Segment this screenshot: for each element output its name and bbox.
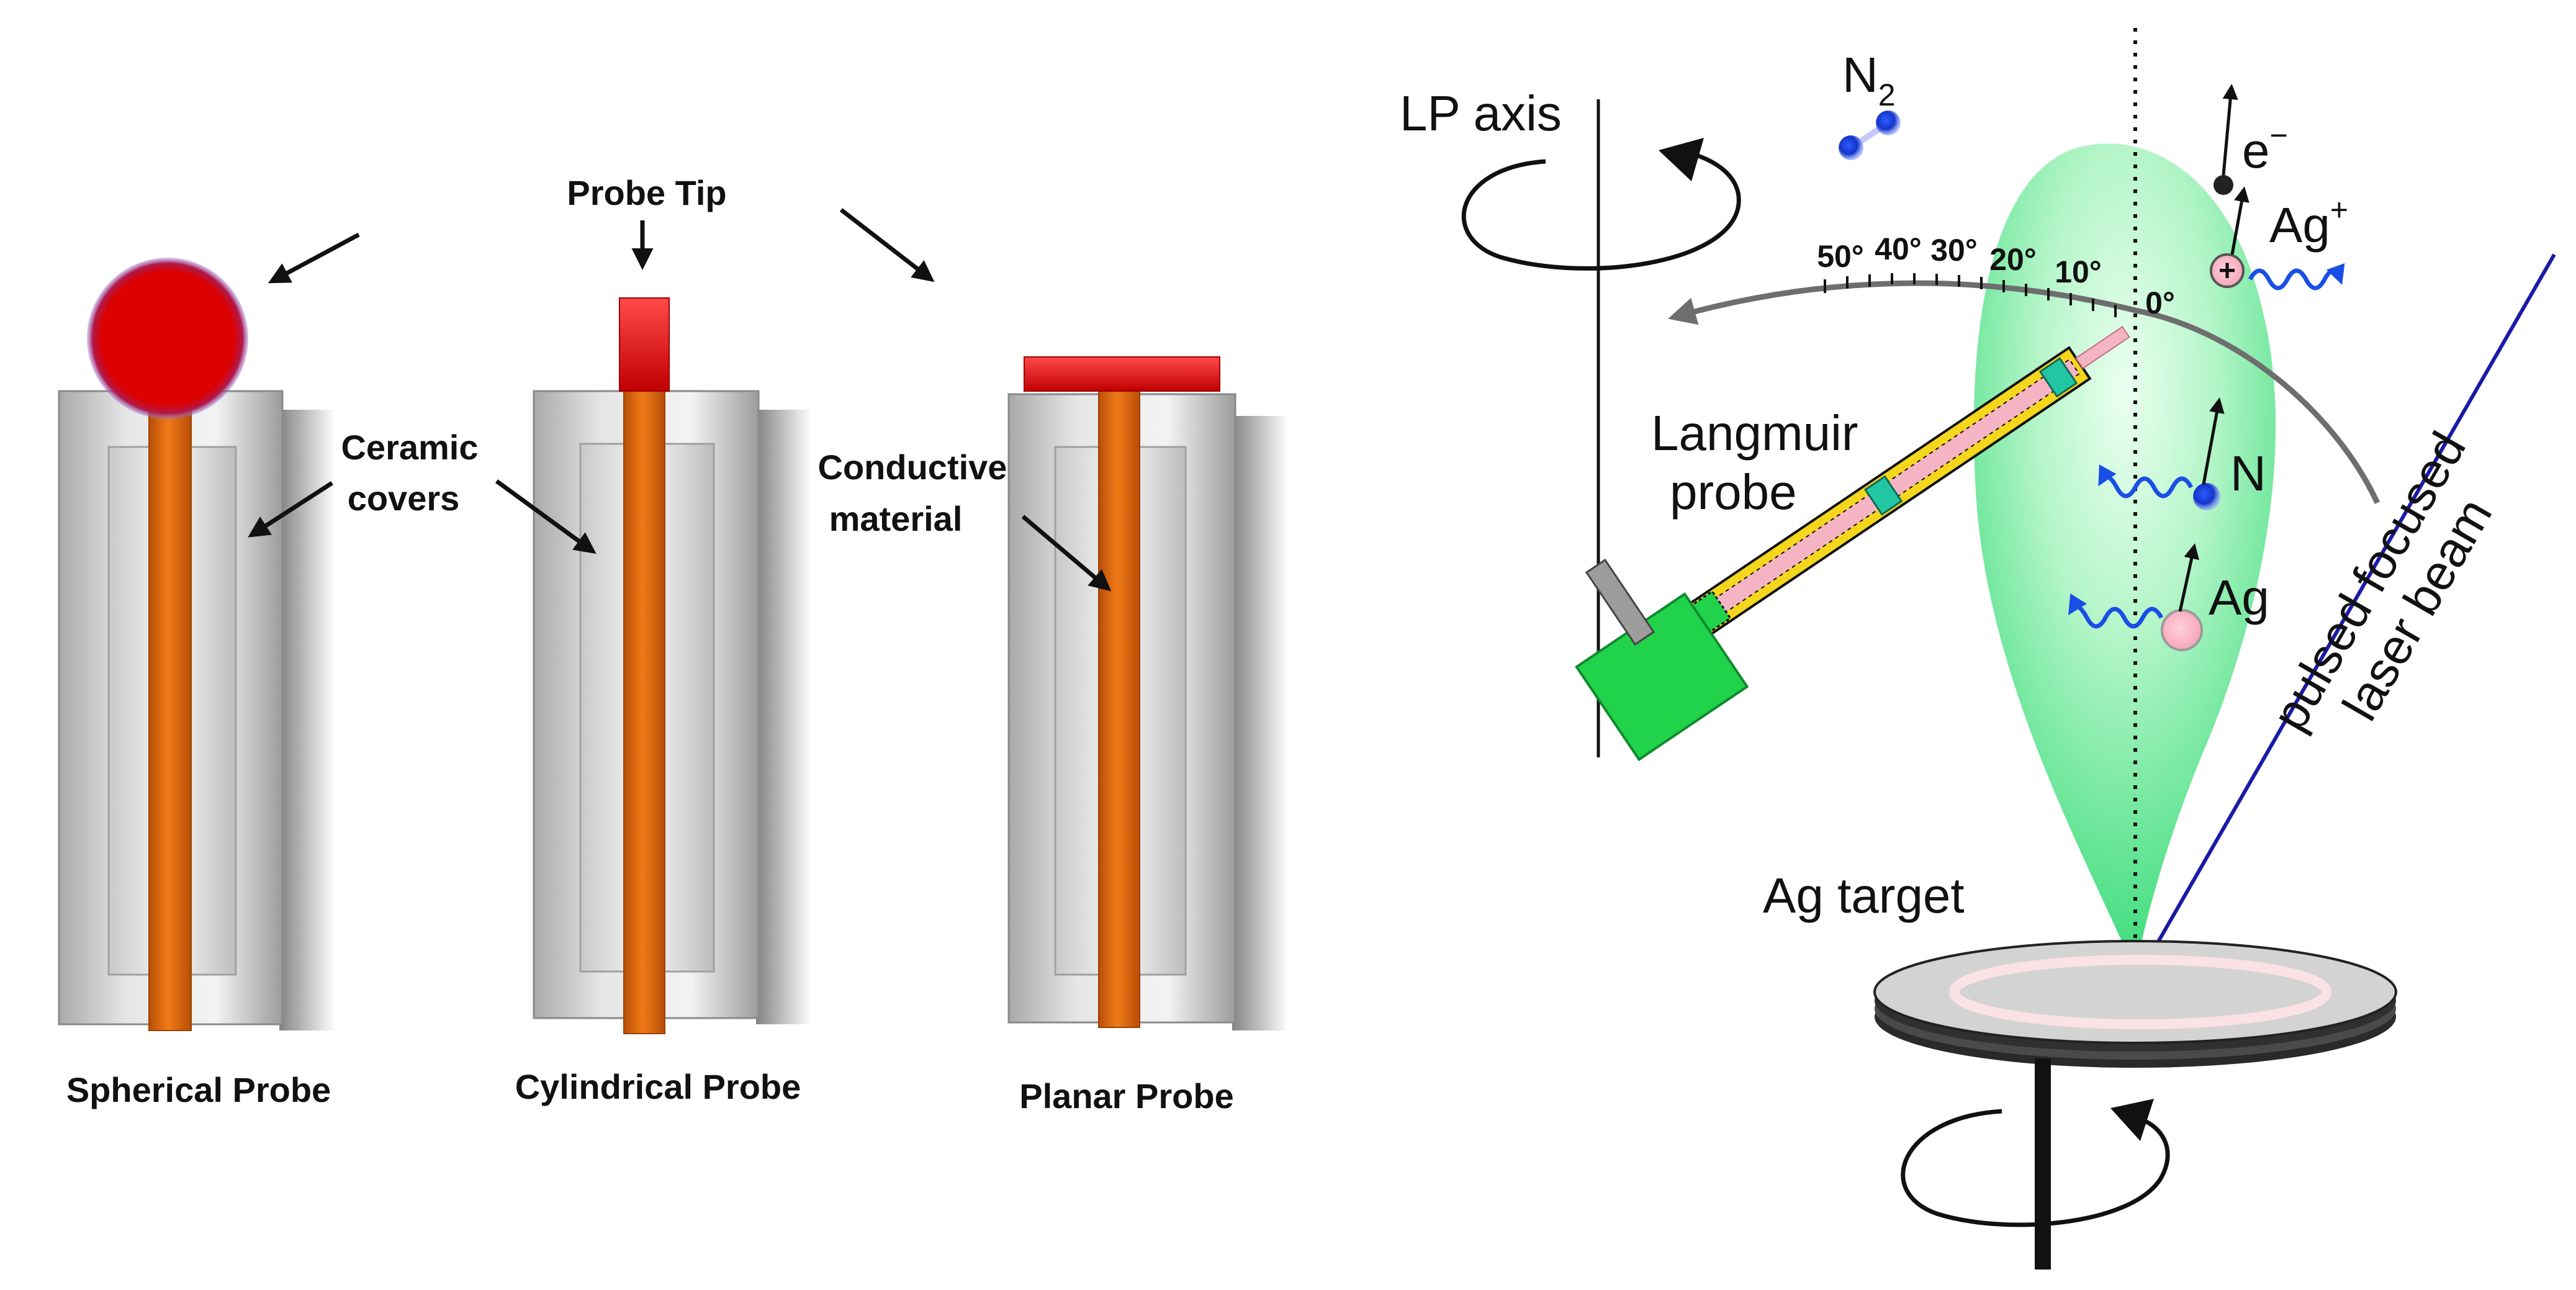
arrow-conductive [1021,515,1112,592]
conductive-label-line1: Conductive [818,448,1007,487]
n2-label: N2 [1842,47,1896,112]
ag-ion-plus-sign: + [2218,255,2236,287]
arrow-to-sphere [268,232,360,284]
probe-tip-pink [2075,326,2130,369]
target-shaft [2035,1058,2051,1270]
laser-beam-label: pulsed focused laser beam [2261,423,2502,740]
arrow-to-plate [839,208,935,282]
ablation-ring [1949,955,2331,1029]
probe-spacer-2 [2038,357,2078,398]
cylindrical-wire [623,384,665,1034]
arrow-ceramic-right [495,479,597,554]
nitrogen-emission-wave [2098,464,2194,498]
cylindrical-probe [533,297,812,1034]
laser-beam [2142,253,2556,970]
planar-probe-label: Planar Probe [1019,1076,1233,1116]
electron-velocity-arrow [2222,84,2238,176]
langmuir-label-line2: probe [1670,464,1797,520]
planar-wire [1098,387,1140,1028]
ag-ion-velocity-arrow [2230,186,2249,255]
spherical-wire [148,403,192,1031]
electron-label: e− [2242,118,2288,178]
probe-spacer-1 [1863,475,1903,516]
ag-target-disk [1873,940,2397,1068]
planar-probe [1007,356,1288,1031]
angle-ticks [1824,273,2117,317]
nitrogen-velocity-arrow [2202,397,2225,485]
probe-feedthrough [1585,558,1655,646]
lp-axis-rotation-arrow [1461,138,1741,271]
angle-labels: 50° 40° 30° 20° 10° 0° [1817,232,2175,320]
cylindrical-tip [619,297,670,392]
right-panel: 50° 40° 30° 20° 10° 0° [1400,28,2556,1270]
lp-axis-label: LP axis [1400,86,1562,141]
silver-label: Ag [2209,570,2269,625]
silver-emission-wave [2068,593,2164,629]
ceramic-label-line1: Ceramic [341,428,478,467]
target-rotation-arrow [1901,1099,2170,1227]
angle-label-30: 30° [1930,233,1978,268]
silver-atom [2161,609,2203,651]
planar-tip [1024,356,1220,392]
langmuir-probe [1676,326,2130,644]
plasma-plume [1973,143,2276,972]
ceramic-label-line2: covers [348,479,460,518]
spherical-probe [58,258,335,1031]
spherical-tip [87,258,248,419]
angle-label-20: 20° [1989,242,2037,277]
ag-ion-label: Ag+ [2269,192,2348,253]
nitrogen-atom [2193,483,2220,510]
ag-ion-particle [2210,253,2245,288]
n2-molecule [1839,111,1901,160]
angle-label-40: 40° [1875,232,1922,266]
cylindrical-probe-label: Cylindrical Probe [515,1067,801,1106]
ag-target-label: Ag target [1763,868,1965,923]
conductive-label-line2: material [829,499,963,538]
angle-label-10: 10° [2055,255,2102,289]
angle-label-50: 50° [1817,239,1864,274]
electron-particle [2213,175,2233,195]
ag-ion-emission-wave [2248,263,2345,291]
left-panel: Probe Tip Ceramic covers Conductive mate… [58,173,1288,1116]
langmuir-label-line1: Langmuir [1651,405,1858,461]
spherical-cover-shadow [279,410,335,1031]
silver-velocity-arrow [2178,543,2199,612]
probe-tip-label: Probe Tip [567,173,726,212]
arrow-ceramic-left [248,481,333,538]
cylindrical-cover-shadow [756,410,812,1024]
planar-cover-shadow [1232,416,1288,1031]
spherical-probe-label: Spherical Probe [66,1070,331,1109]
angle-label-0: 0° [2145,286,2175,320]
angle-arc [1667,280,2380,504]
nitrogen-label: N [2230,446,2266,501]
